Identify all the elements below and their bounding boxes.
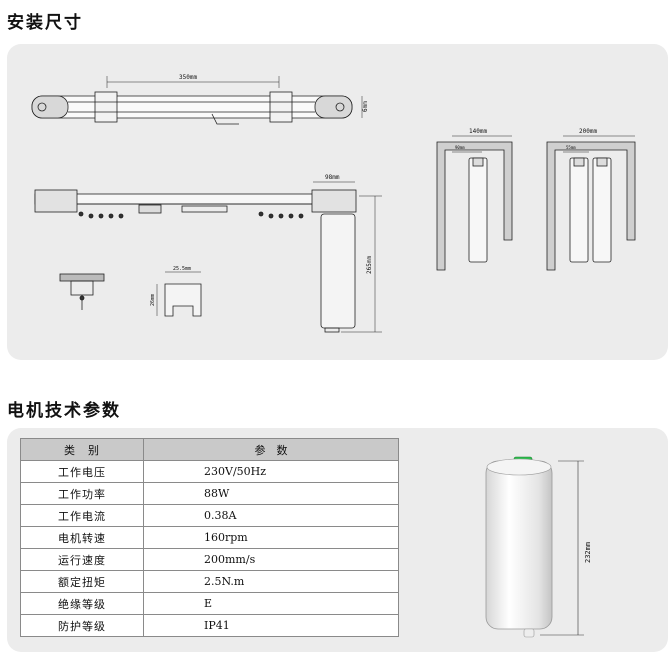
row-label: 电机转速 <box>20 526 144 549</box>
wall-section-single <box>436 135 513 271</box>
row-value: 2.5N.m <box>143 570 399 593</box>
row-label: 工作功率 <box>20 482 144 505</box>
row-value: IP41 <box>143 614 399 637</box>
row-label: 额定扭矩 <box>20 570 144 593</box>
table-row: 绝缘等级 E <box>20 592 399 615</box>
dim-sub-double: 55mm <box>566 145 576 150</box>
install-diagram-panel: 350mm 6mm 98mm 265mm 140mm 200mm 90mm 55… <box>7 44 668 360</box>
row-value: 0.38A <box>143 504 399 527</box>
dim-sub-single: 90mm <box>455 145 465 150</box>
table-row: 电机转速 160rpm <box>20 526 399 549</box>
header-value: 参 数 <box>143 438 399 461</box>
row-value: 200mm/s <box>143 548 399 571</box>
motor-body <box>485 460 553 630</box>
motor-side-view <box>320 195 382 333</box>
wall-section-double <box>546 135 636 271</box>
dim-wall-double: 200mm <box>579 128 597 135</box>
row-label: 绝缘等级 <box>20 592 144 615</box>
specs-title: 电机技术参数 <box>7 401 121 421</box>
install-title: 安装尺寸 <box>7 13 83 33</box>
row-value: 230V/50Hz <box>143 460 399 483</box>
table-row: 防护等级 IP41 <box>20 614 399 637</box>
track-side-view <box>34 181 357 219</box>
dim-profile-width: 25.5mm <box>173 266 191 272</box>
dim-motor-offset: 98mm <box>325 174 340 181</box>
dim-motor-height: 265mm <box>366 256 373 274</box>
track-top-view <box>31 76 363 125</box>
table-row: 工作电流 0.38A <box>20 504 399 527</box>
table-row: 工作电压 230V/50Hz <box>20 460 399 483</box>
table-header-row: 类 别 参 数 <box>20 438 399 461</box>
spec-table: 类 别 参 数 工作电压 230V/50Hz 工作功率 88W 工作电流 0.3… <box>20 438 399 637</box>
row-label: 工作电压 <box>20 460 144 483</box>
row-label: 运行速度 <box>20 548 144 571</box>
row-value: 88W <box>143 482 399 505</box>
table-row: 运行速度 200mm/s <box>20 548 399 571</box>
profile-section <box>156 271 202 317</box>
dim-track-width: 350mm <box>179 74 197 81</box>
row-value: E <box>143 592 399 615</box>
dim-track-height: 6mm <box>362 101 369 112</box>
dim-profile-height: 26mm <box>150 294 156 306</box>
dim-motor-232: 232mm <box>584 542 592 563</box>
bracket-detail <box>59 273 105 310</box>
row-value: 160rpm <box>143 526 399 549</box>
motor-illustration: 232mm <box>485 456 592 638</box>
header-category: 类 别 <box>20 438 144 461</box>
row-label: 防护等级 <box>20 614 144 637</box>
install-diagram: 350mm 6mm 98mm 265mm 140mm 200mm 90mm 55… <box>31 74 636 333</box>
row-label: 工作电流 <box>20 504 144 527</box>
table-row: 额定扭矩 2.5N.m <box>20 570 399 593</box>
table-row: 工作功率 88W <box>20 482 399 505</box>
dim-wall-single: 140mm <box>469 128 487 135</box>
